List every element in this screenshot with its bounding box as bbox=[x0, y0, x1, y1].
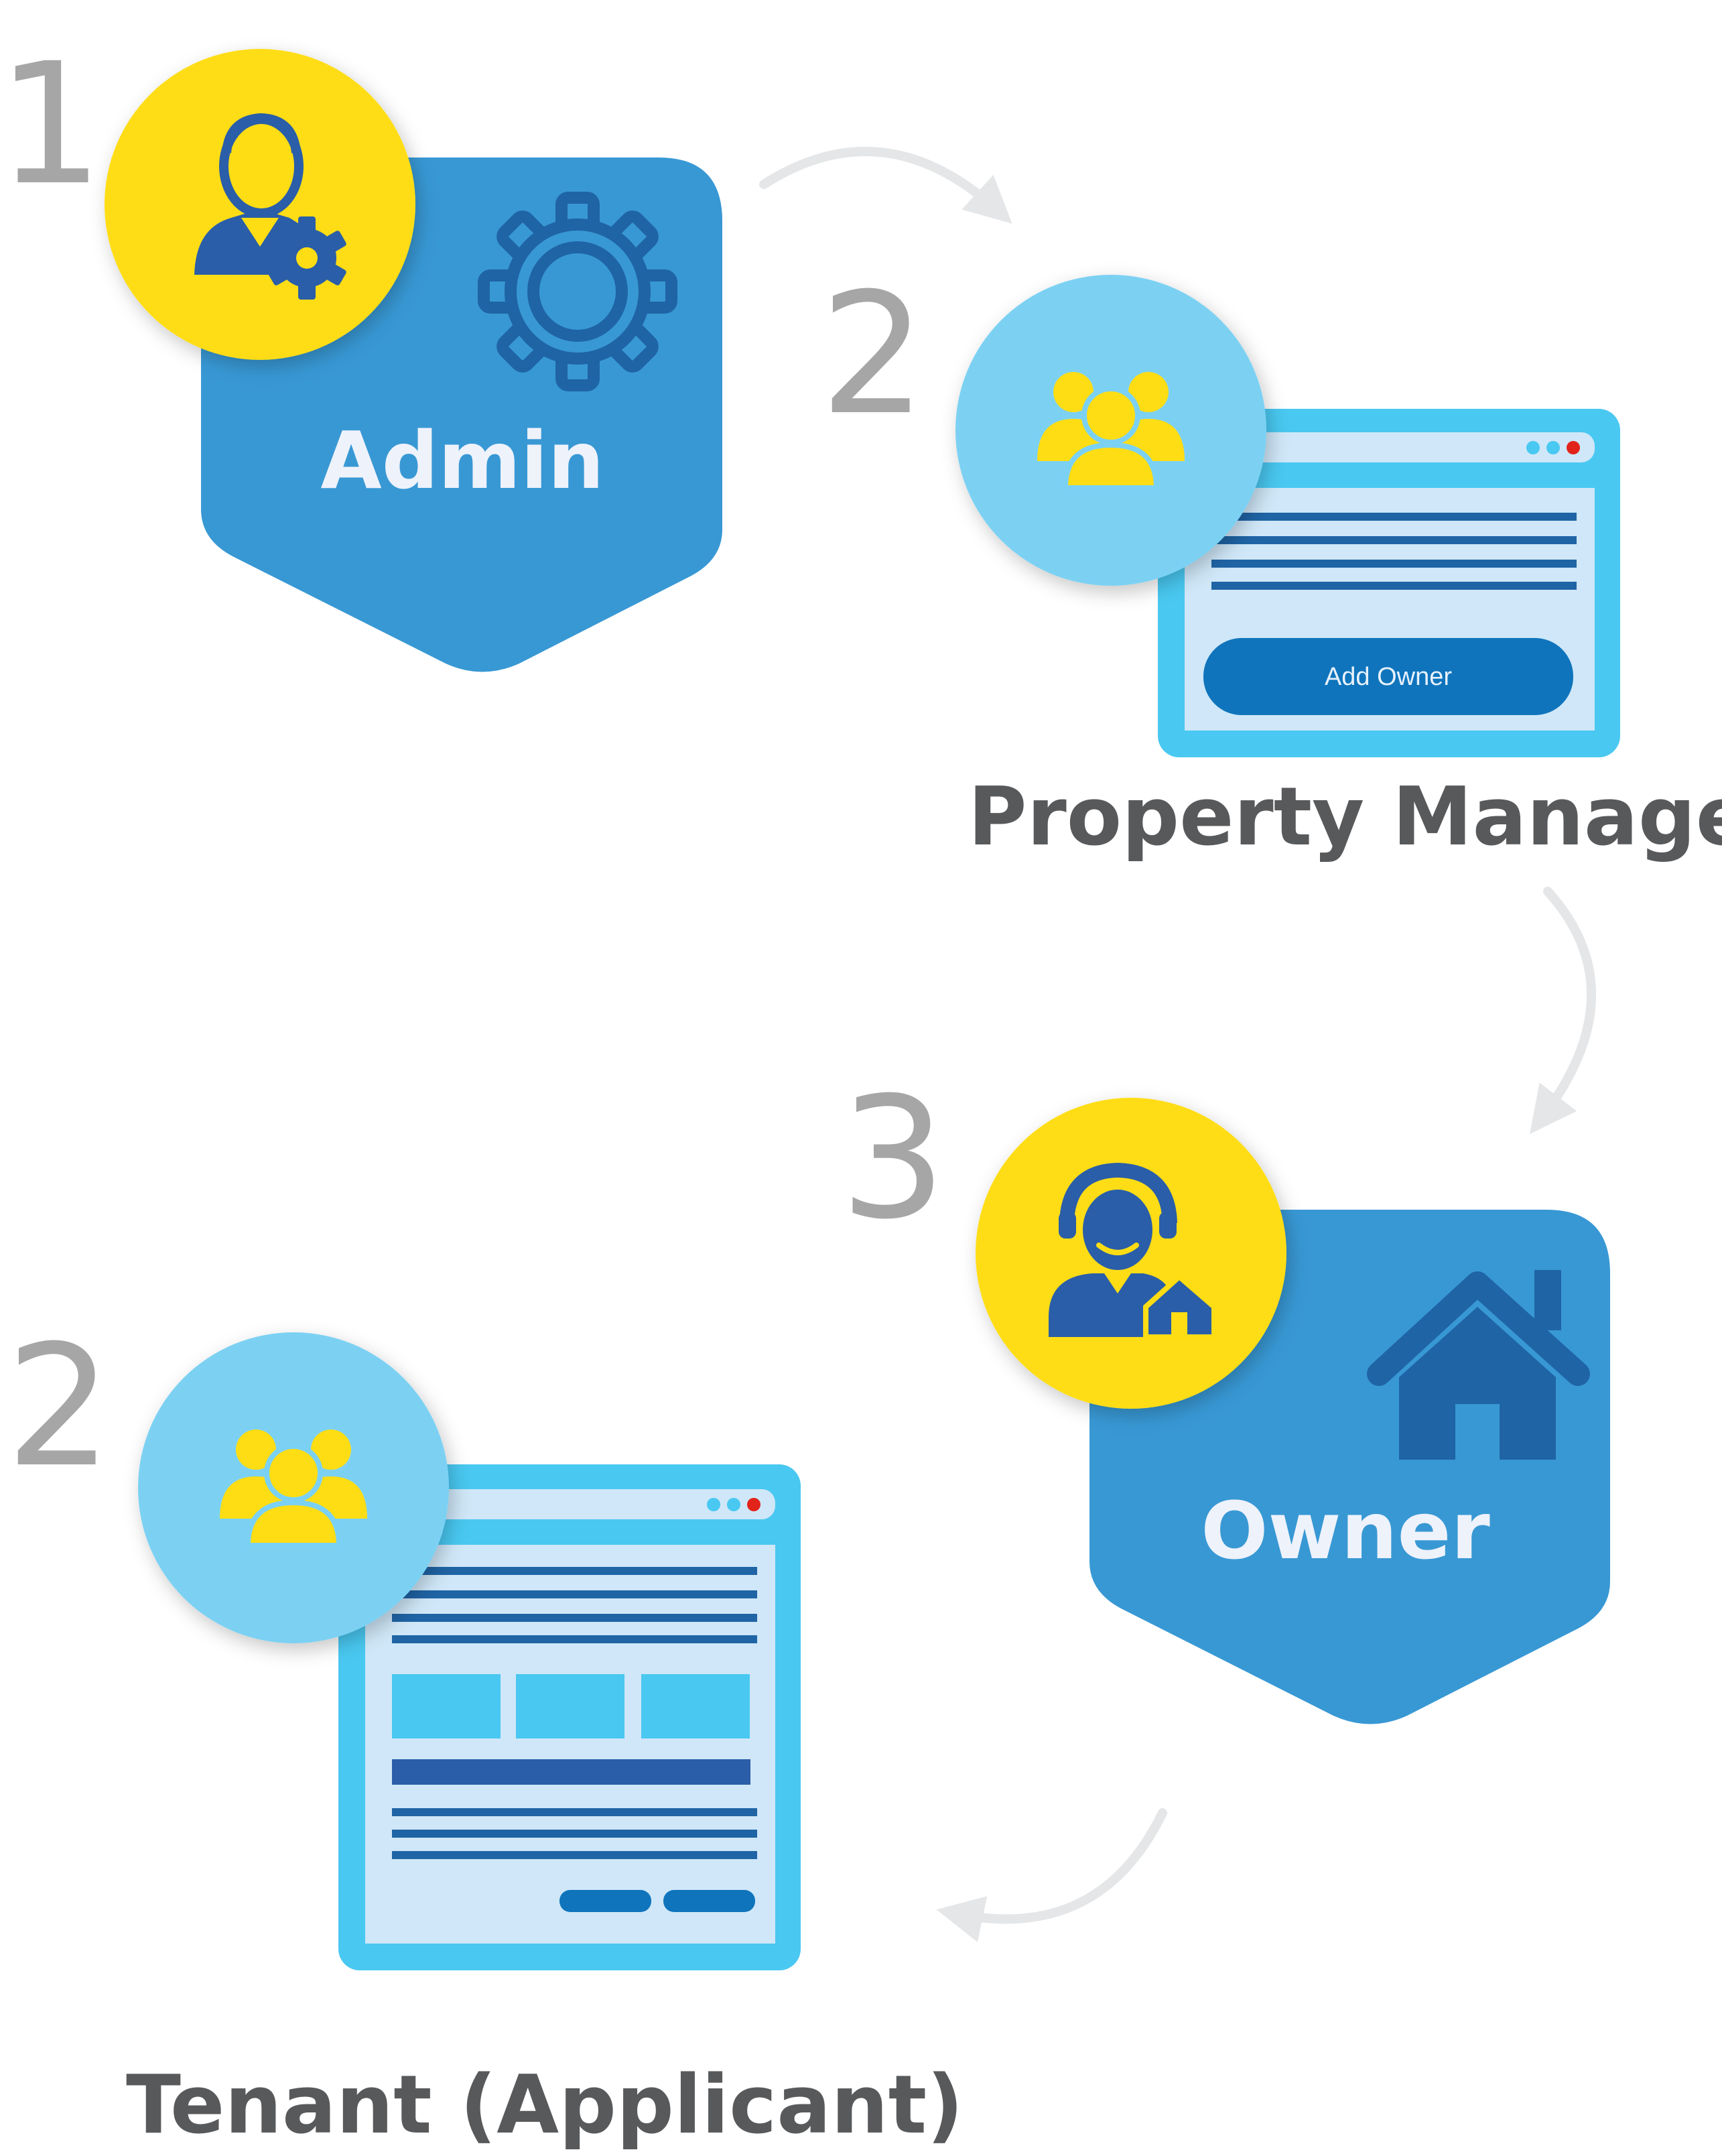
admin-step: 1 Admin bbox=[0, 27, 722, 672]
content-cards bbox=[392, 1674, 750, 1738]
owner-title: Owner bbox=[1201, 1484, 1490, 1577]
window-control-dot bbox=[1546, 441, 1560, 454]
step-number-owner: 3 bbox=[840, 1061, 946, 1256]
window-close-dot bbox=[747, 1498, 760, 1511]
flow-arrow-admin-to-manager bbox=[759, 147, 1012, 224]
group-icon bbox=[220, 1430, 367, 1548]
tenant-step: 2 bbox=[5, 1309, 963, 2152]
content-lines bbox=[392, 1808, 757, 1859]
property-manager-label: Property Manager bbox=[968, 771, 1722, 864]
step-number-tenant: 2 bbox=[5, 1309, 112, 1504]
house-icon bbox=[1367, 1270, 1590, 1460]
admin-title: Admin bbox=[320, 414, 604, 507]
add-owner-button[interactable]: Add Owner bbox=[1203, 638, 1573, 715]
content-lines bbox=[1211, 513, 1577, 590]
window-action-button[interactable] bbox=[663, 1890, 755, 1912]
manager-window-titlebar bbox=[1185, 432, 1595, 462]
step-number-property-manager: 2 bbox=[819, 257, 926, 452]
group-icon bbox=[1037, 372, 1185, 491]
tenant-window-body bbox=[365, 1545, 775, 1944]
window-control-dot bbox=[707, 1498, 720, 1511]
tenant-label: Tenant (Applicant) bbox=[126, 2059, 964, 2152]
window-action-button[interactable] bbox=[559, 1890, 651, 1912]
tenant-window-titlebar bbox=[365, 1489, 775, 1519]
owner-house-icon bbox=[1049, 1162, 1217, 1340]
window-control-dot bbox=[1526, 441, 1540, 454]
flow-arrow-manager-to-owner bbox=[1530, 887, 1597, 1135]
window-control-dot bbox=[727, 1498, 740, 1511]
property-manager-step: 2 Add Owner Property Manager bbox=[819, 257, 1722, 864]
gear-icon bbox=[478, 192, 677, 391]
admin-user-gear-icon bbox=[194, 113, 346, 300]
content-lines bbox=[392, 1567, 757, 1643]
step-number-admin: 1 bbox=[0, 27, 104, 222]
content-highlight-bar bbox=[392, 1759, 750, 1785]
flow-arrow-owner-to-tenant bbox=[936, 1808, 1167, 1942]
add-owner-button-label: Add Owner bbox=[1325, 663, 1452, 691]
owner-step: 3 Owner bbox=[840, 1061, 1610, 1724]
window-close-dot bbox=[1567, 441, 1580, 454]
